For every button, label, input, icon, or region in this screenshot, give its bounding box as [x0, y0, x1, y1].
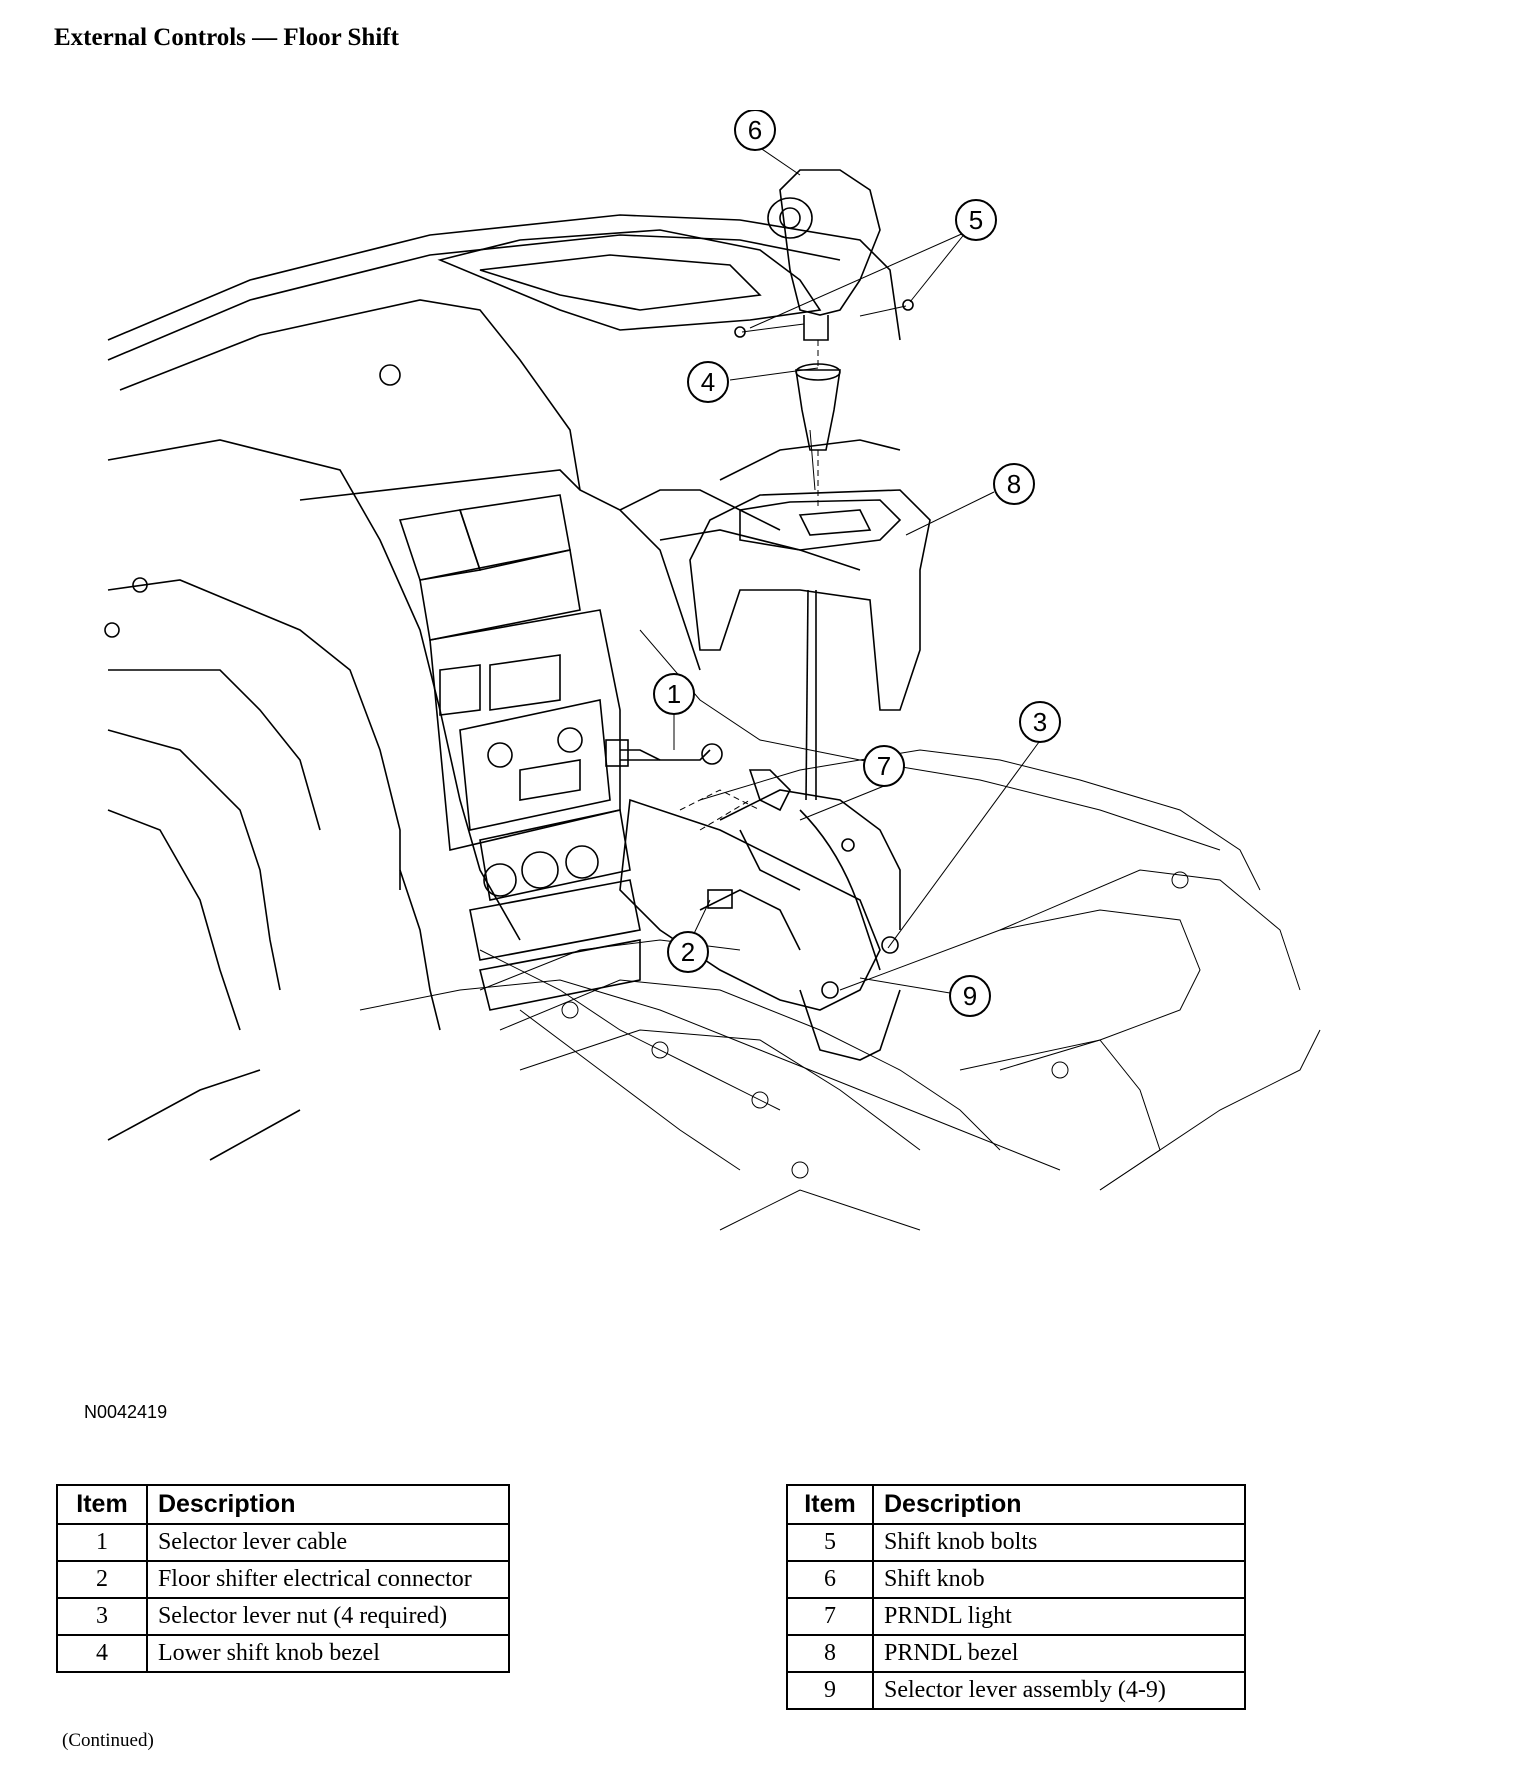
item-description: PRNDL bezel [872, 1634, 1246, 1673]
callout-7: 7 [863, 745, 905, 787]
table-row: 6 Shift knob [786, 1560, 1246, 1599]
description-column-header: Description [145, 1484, 511, 1525]
callout-3-label: 3 [1033, 707, 1047, 737]
item-description: Shift knob bolts [872, 1523, 1246, 1562]
callout-7-label: 7 [877, 751, 891, 781]
callout-6: 6 [734, 109, 776, 151]
table-row: 1 Selector lever cable [56, 1523, 511, 1562]
shift-knob-drawing [734, 169, 914, 510]
item-number: 8 [786, 1634, 874, 1673]
continued-note: (Continued) [62, 1730, 154, 1751]
legend-header-row: Item Description [786, 1484, 1246, 1525]
dashboard-drawing [104, 214, 1221, 1171]
item-number: 5 [786, 1523, 874, 1562]
table-row: 5 Shift knob bolts [786, 1523, 1246, 1562]
callout-5-label: 5 [969, 205, 983, 235]
figure-id: N0042419 [84, 1402, 168, 1422]
item-description: Selector lever assembly (4-9) [872, 1671, 1246, 1710]
legend-table-right: Item Description 5 Shift knob bolts 6 Sh… [786, 1484, 1246, 1710]
table-row: 3 Selector lever nut (4 required) [56, 1597, 511, 1636]
callout-3: 3 [1019, 701, 1061, 743]
table-row: 9 Selector lever assembly (4-9) [786, 1671, 1246, 1710]
item-number: 6 [786, 1560, 874, 1599]
item-description: PRNDL light [872, 1597, 1246, 1636]
item-description: Selector lever nut (4 required) [145, 1597, 511, 1636]
prndl-bezel-drawing [689, 429, 931, 711]
item-description: Selector lever cable [145, 1523, 511, 1562]
item-column-header: Item [786, 1484, 874, 1525]
item-description: Shift knob [872, 1560, 1246, 1599]
selector-lever-assembly-drawing [619, 589, 901, 1061]
page-title: External Controls — Floor Shift [54, 24, 399, 51]
table-row: 4 Lower shift knob bezel [56, 1634, 511, 1673]
item-column-header: Item [56, 1484, 148, 1525]
callout-9-label: 9 [963, 981, 977, 1011]
floor-shift-illustration: 6 5 4 8 1 3 7 2 9 [100, 109, 1420, 1335]
legend-table-left: Item Description 1 Selector lever cable … [56, 1484, 511, 1673]
leader-lines [673, 144, 1040, 997]
callout-1-label: 1 [667, 679, 681, 709]
item-number: 1 [56, 1523, 148, 1562]
callout-6-label: 6 [748, 115, 762, 145]
legend-header-row: Item Description [56, 1484, 511, 1525]
table-row: 8 PRNDL bezel [786, 1634, 1246, 1673]
callout-8-label: 8 [1007, 469, 1021, 499]
description-column-header: Description [872, 1484, 1246, 1525]
table-row: 2 Floor shifter electrical connector [56, 1560, 511, 1599]
selector-cable-drawing [605, 739, 761, 831]
table-row: 7 PRNDL light [786, 1597, 1246, 1636]
callout-9: 9 [949, 975, 991, 1017]
item-number: 7 [786, 1597, 874, 1636]
item-number: 4 [56, 1634, 148, 1673]
item-description: Lower shift knob bezel [145, 1634, 511, 1673]
callout-5: 5 [955, 199, 997, 241]
callout-4: 4 [687, 361, 729, 403]
callout-4-label: 4 [701, 367, 715, 397]
callout-8: 8 [993, 463, 1035, 505]
callout-1: 1 [653, 673, 695, 715]
floor-drawing [479, 749, 1321, 1231]
callout-2-label: 2 [681, 937, 695, 967]
item-number: 2 [56, 1560, 148, 1599]
item-description: Floor shifter electrical connector [145, 1560, 511, 1599]
item-number: 3 [56, 1597, 148, 1636]
callout-2: 2 [667, 931, 709, 973]
item-number: 9 [786, 1671, 874, 1710]
